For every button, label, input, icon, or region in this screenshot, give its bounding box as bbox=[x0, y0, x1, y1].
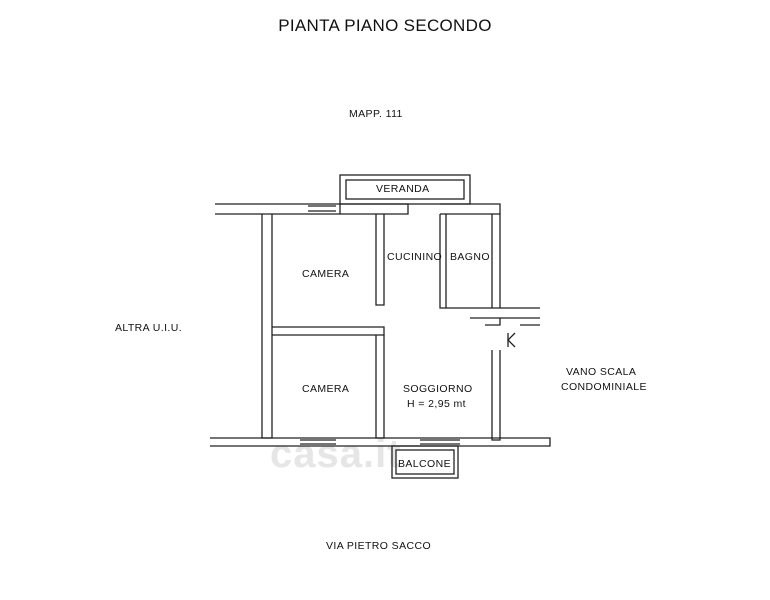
height-label: H = 2,95 mt bbox=[407, 398, 466, 410]
veranda-label: VERANDA bbox=[376, 183, 430, 195]
veranda-inner bbox=[345, 179, 465, 200]
wall-top-right bbox=[440, 203, 501, 215]
page-title: PIANTA PIANO SECONDO bbox=[278, 16, 492, 35]
camera-bottom-label: CAMERA bbox=[302, 383, 350, 395]
wall-cucinino-bagno bbox=[439, 214, 447, 309]
wall-entrance bbox=[470, 317, 501, 326]
mapp-label: MAPP. 111 bbox=[349, 108, 403, 120]
bagno-label: BAGNO bbox=[450, 251, 490, 263]
balcone-outline bbox=[391, 445, 459, 479]
altra-uiu-label: ALTRA U.I.U. bbox=[115, 322, 183, 334]
balcone-inner bbox=[395, 449, 455, 475]
wall-camera-divider bbox=[272, 326, 385, 336]
entrance-marker bbox=[507, 332, 516, 348]
wall-camera-cucinino bbox=[375, 214, 385, 306]
wall-top-left bbox=[215, 203, 341, 215]
soggiorno-label: SOGGIORNO bbox=[403, 383, 473, 395]
condominiale-label: CONDOMINIALE bbox=[561, 381, 647, 393]
cucinino-label: CUCININO bbox=[387, 251, 443, 263]
wall-right bbox=[491, 350, 501, 441]
watermark: casa.it bbox=[270, 432, 402, 476]
balcone-label: BALCONE bbox=[398, 458, 451, 470]
wall-left bbox=[261, 214, 273, 439]
vano-scala-label: VANO SCALA bbox=[566, 366, 637, 378]
wall-camera-soggiorno bbox=[375, 335, 385, 439]
wall-top-mid bbox=[340, 203, 409, 215]
camera-top-label: CAMERA bbox=[302, 268, 350, 280]
wall-bottom bbox=[210, 437, 551, 447]
wall-bagno-right bbox=[491, 214, 501, 309]
street-label: VIA PIETRO SACCO bbox=[326, 540, 432, 552]
